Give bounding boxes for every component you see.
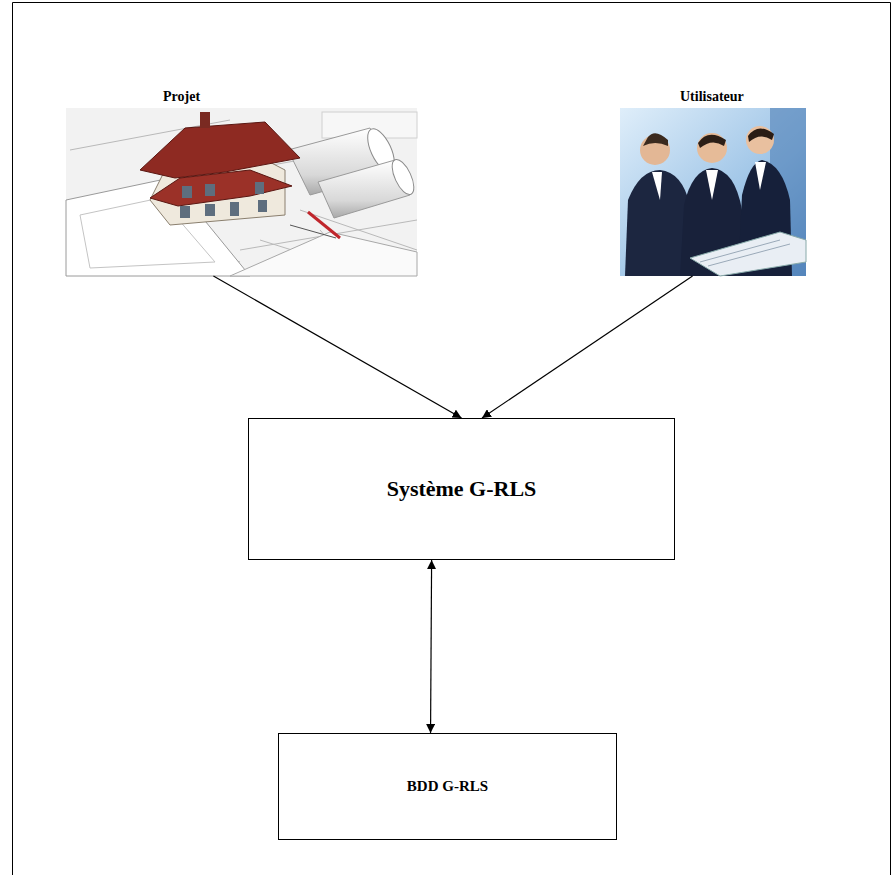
database-box: BDD G-RLS (278, 733, 617, 840)
system-box: Système G-RLS (248, 418, 675, 560)
page-frame (13, 3, 891, 875)
connector-arrow (431, 560, 432, 733)
box-label: BDD G-RLS (407, 778, 488, 795)
connector-arrow (482, 276, 693, 418)
node-heading: Projet (163, 88, 200, 106)
connector-arrow (213, 276, 461, 418)
user-node: Utilisateur (620, 88, 806, 276)
box-label: Système G-RLS (387, 476, 537, 502)
node-heading: Utilisateur (680, 88, 744, 106)
project-node: Projet (66, 88, 417, 276)
project-illustration (66, 108, 418, 276)
user-illustration (620, 108, 806, 276)
